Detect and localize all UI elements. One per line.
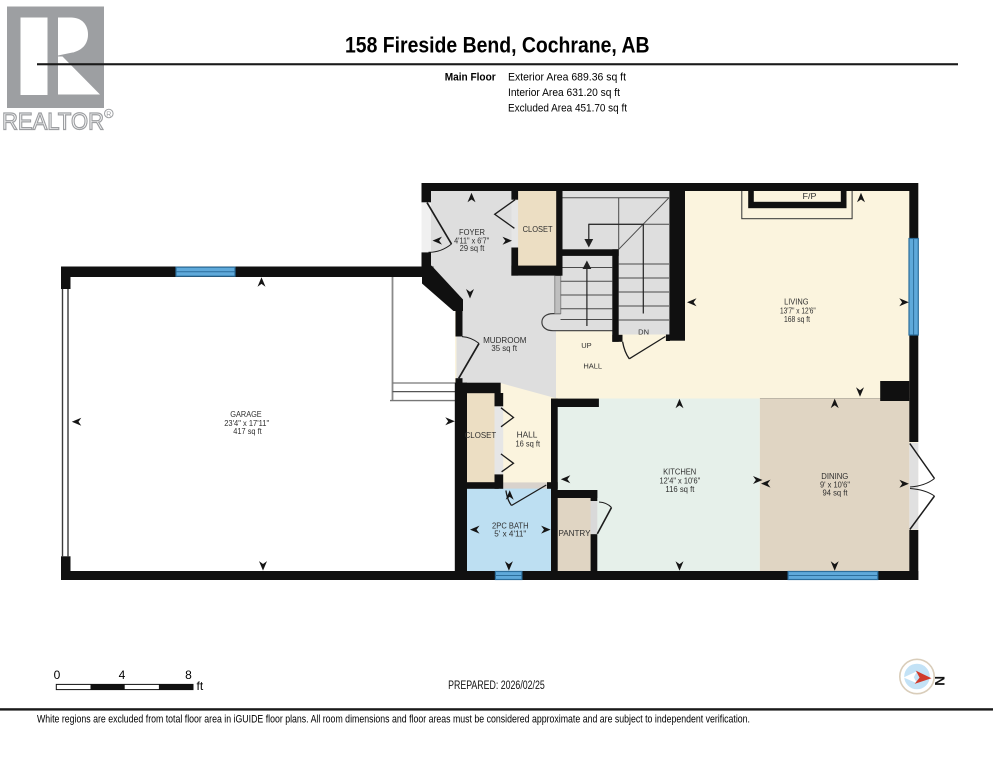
- svg-text:158 Fireside Bend, Cochrane, A: 158 Fireside Bend, Cochrane, AB: [345, 33, 650, 58]
- svg-text:29 sq ft: 29 sq ft: [460, 243, 485, 253]
- svg-text:Interior Area 631.20 sq ft: Interior Area 631.20 sq ft: [508, 87, 620, 99]
- svg-text:ft: ft: [197, 679, 204, 693]
- svg-text:0: 0: [54, 668, 61, 682]
- svg-text:UP: UP: [581, 341, 591, 350]
- svg-text:DINING: DINING: [821, 471, 848, 481]
- svg-text:16 sq ft: 16 sq ft: [516, 439, 541, 449]
- svg-text:FOYER: FOYER: [459, 227, 485, 237]
- svg-text:417 sq ft: 417 sq ft: [233, 426, 262, 436]
- svg-text:CLOSET: CLOSET: [465, 430, 497, 440]
- svg-text:Main Floor: Main Floor: [445, 72, 497, 84]
- svg-text:HALL: HALL: [517, 430, 538, 440]
- svg-text:35 sq ft: 35 sq ft: [491, 343, 517, 353]
- svg-text:5' x 4'11": 5' x 4'11": [494, 528, 526, 538]
- svg-text:23'4" x 17'11": 23'4" x 17'11": [224, 418, 269, 428]
- svg-text:4: 4: [119, 668, 126, 682]
- svg-text:R: R: [106, 111, 111, 118]
- svg-text:F/P: F/P: [803, 191, 817, 201]
- svg-text:PANTRY: PANTRY: [558, 528, 591, 538]
- svg-text:CLOSET: CLOSET: [523, 224, 553, 234]
- svg-text:116 sq ft: 116 sq ft: [665, 484, 695, 494]
- svg-text:HALL: HALL: [583, 362, 602, 371]
- svg-text:4'11" x 6'7": 4'11" x 6'7": [454, 235, 489, 245]
- svg-text:94 sq ft: 94 sq ft: [823, 488, 849, 498]
- svg-text:KITCHEN: KITCHEN: [663, 467, 696, 477]
- svg-text:PREPARED: 2026/02/25: PREPARED: 2026/02/25: [448, 680, 545, 692]
- svg-text:168 sq ft: 168 sq ft: [784, 314, 811, 324]
- svg-text:DN: DN: [638, 327, 649, 336]
- svg-text:8: 8: [185, 668, 192, 682]
- svg-text:13'7" x 12'6": 13'7" x 12'6": [780, 306, 816, 316]
- svg-text:REALTOR: REALTOR: [2, 109, 104, 136]
- svg-text:MUDROOM: MUDROOM: [483, 335, 526, 345]
- svg-text:Exterior Area 689.36 sq ft: Exterior Area 689.36 sq ft: [508, 72, 626, 84]
- svg-text:GARAGE: GARAGE: [230, 409, 262, 419]
- svg-text:N: N: [932, 676, 947, 686]
- svg-text:White regions are excluded fro: White regions are excluded from total fl…: [37, 713, 750, 725]
- svg-text:LIVING: LIVING: [784, 297, 808, 307]
- svg-text:9' x 10'6": 9' x 10'6": [820, 480, 850, 490]
- svg-text:2PC BATH: 2PC BATH: [492, 520, 529, 530]
- svg-text:Excluded Area 451.70 sq ft: Excluded Area 451.70 sq ft: [508, 103, 627, 115]
- svg-text:12'4" x 10'6": 12'4" x 10'6": [660, 475, 701, 485]
